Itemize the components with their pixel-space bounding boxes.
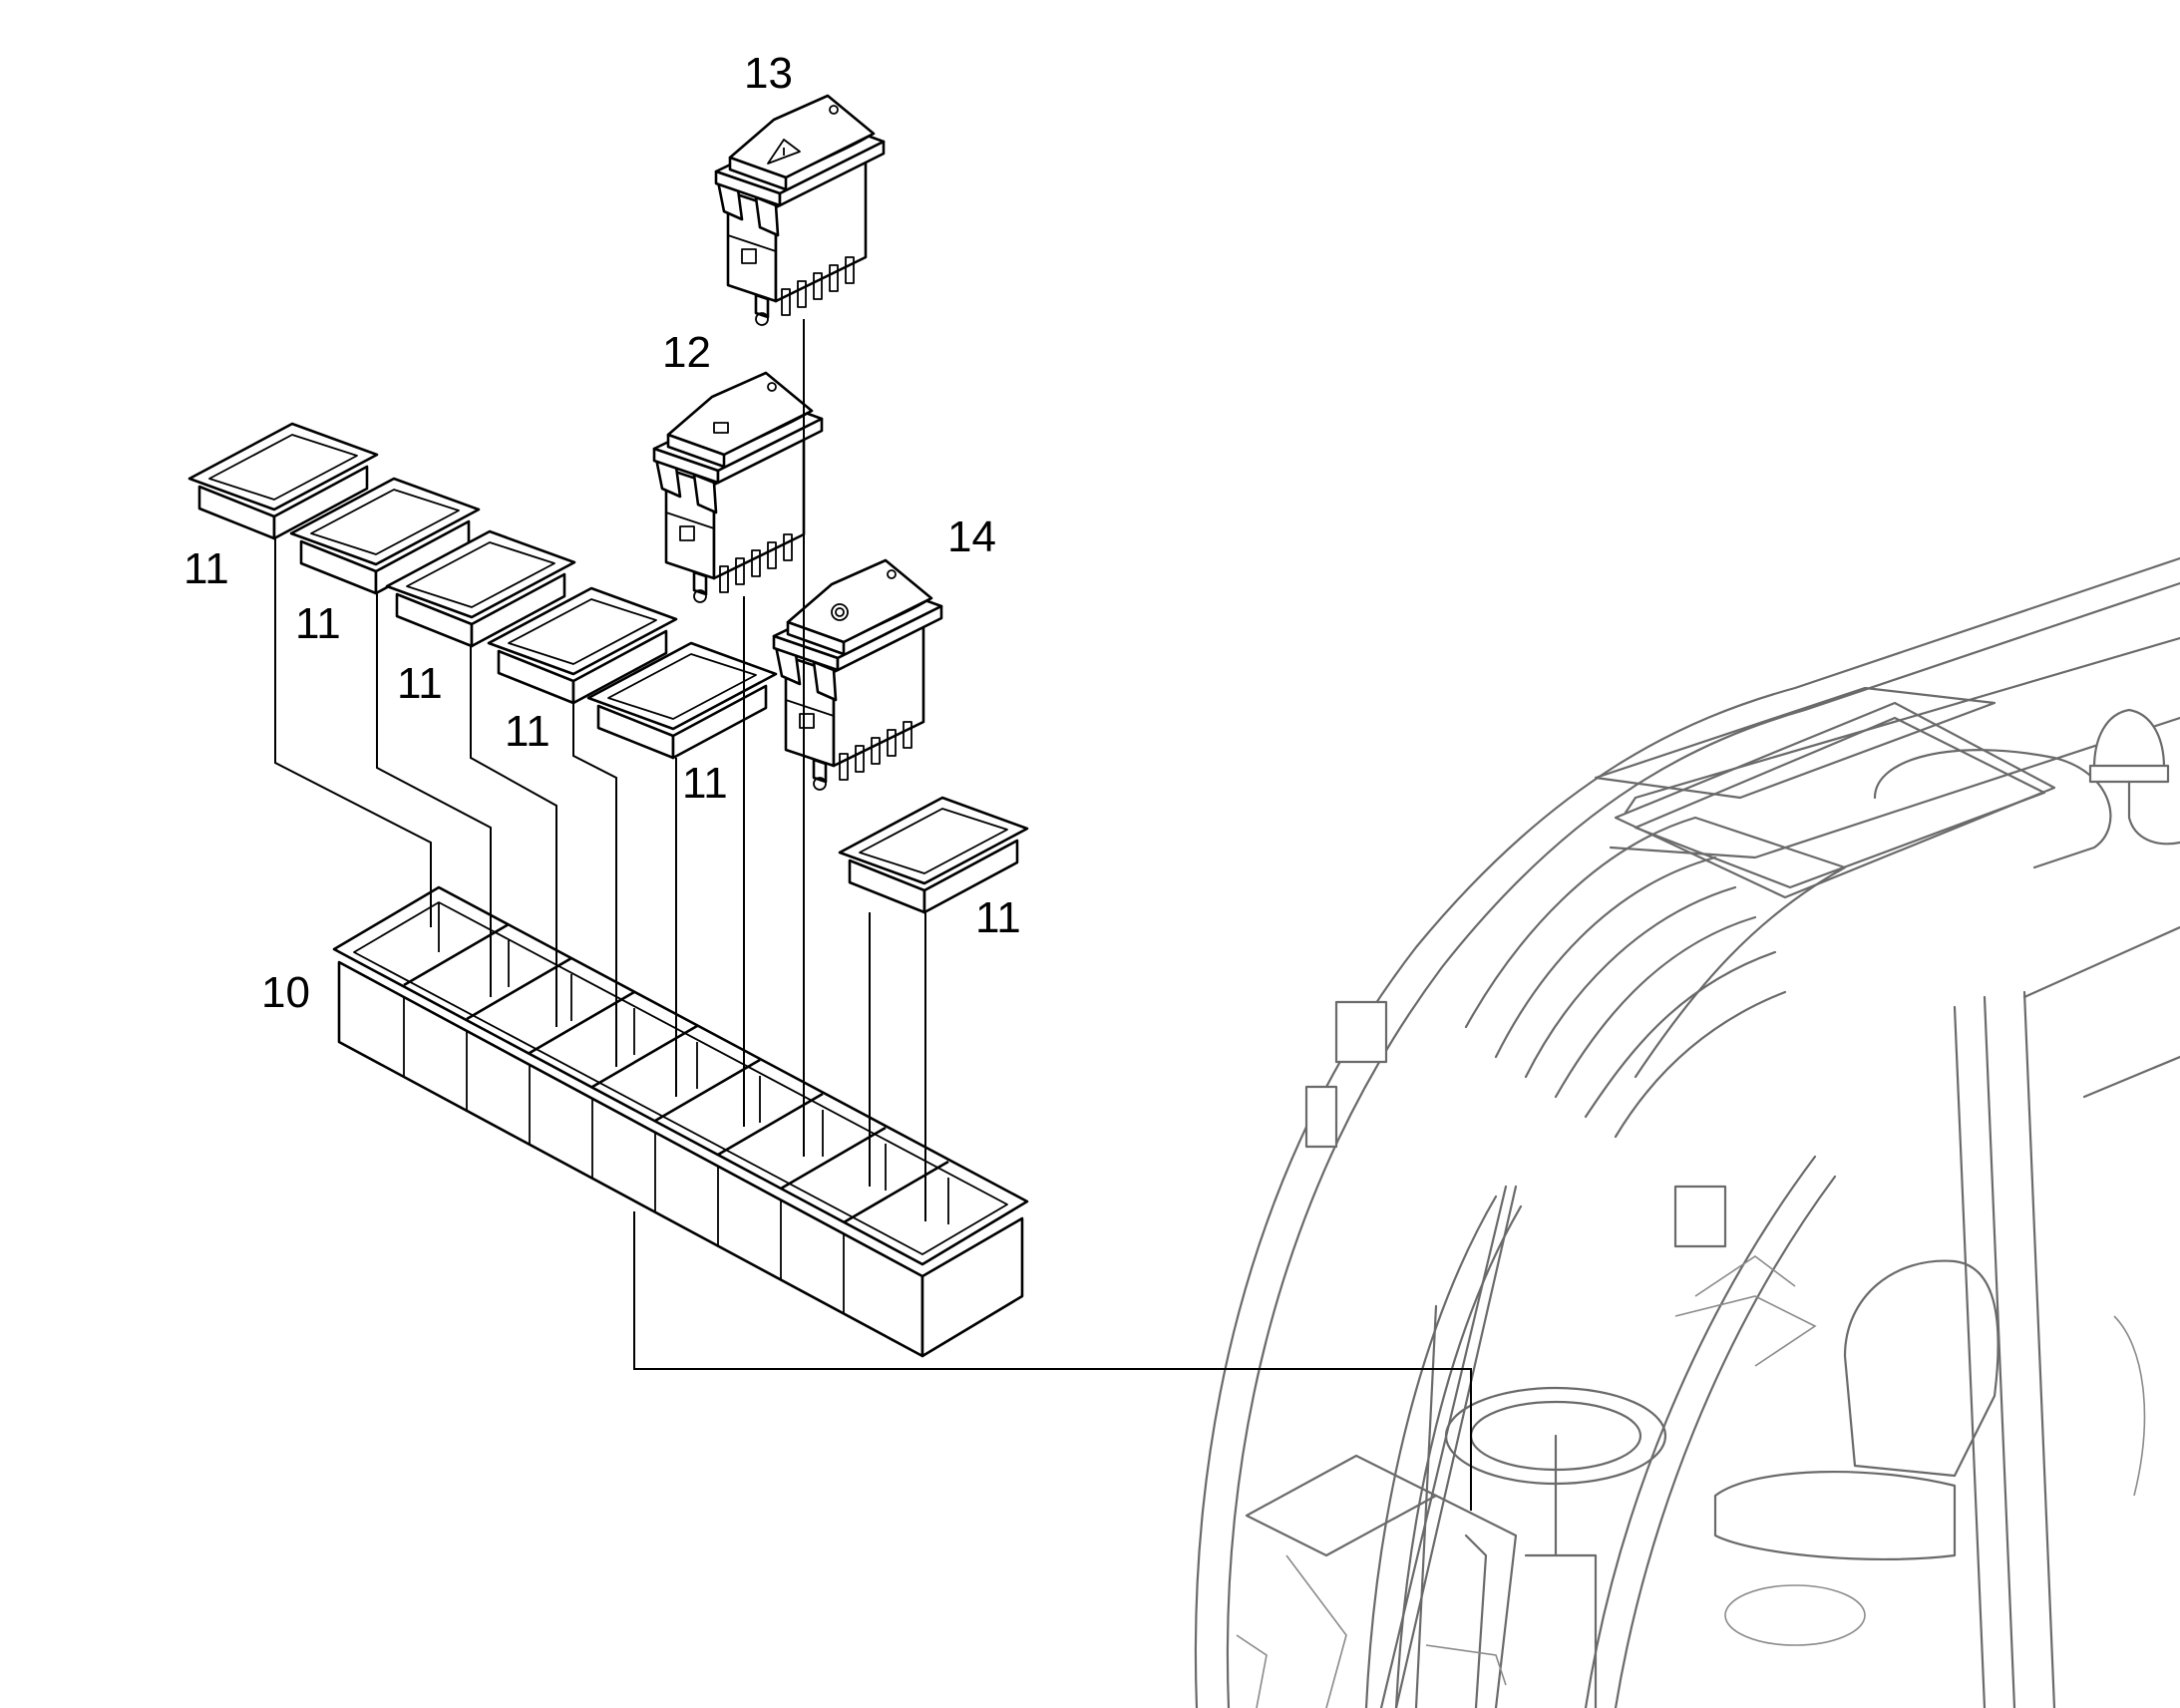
rocker-switch-upper [652,371,824,604]
rocker-switch-lower [772,558,943,792]
rocker-switch-hazard [714,94,886,327]
callout-11-c: 11 [397,659,443,708]
callout-11-a: 11 [183,544,229,593]
callout-11-b: 11 [295,599,341,648]
callout-11-e: 11 [682,759,728,808]
leader-lines [274,319,1472,1511]
switch-panel [332,885,1029,1358]
callout-13: 13 [744,49,793,98]
callout-10: 10 [261,968,310,1017]
callout-12: 12 [662,328,711,377]
callouts: 13 12 14 11 11 11 11 11 11 10 [183,49,1021,1017]
callout-11-d: 11 [505,707,550,756]
cab-illustration [1194,556,2180,1708]
callout-11-f: 11 [975,893,1021,942]
callout-14: 14 [947,512,996,561]
